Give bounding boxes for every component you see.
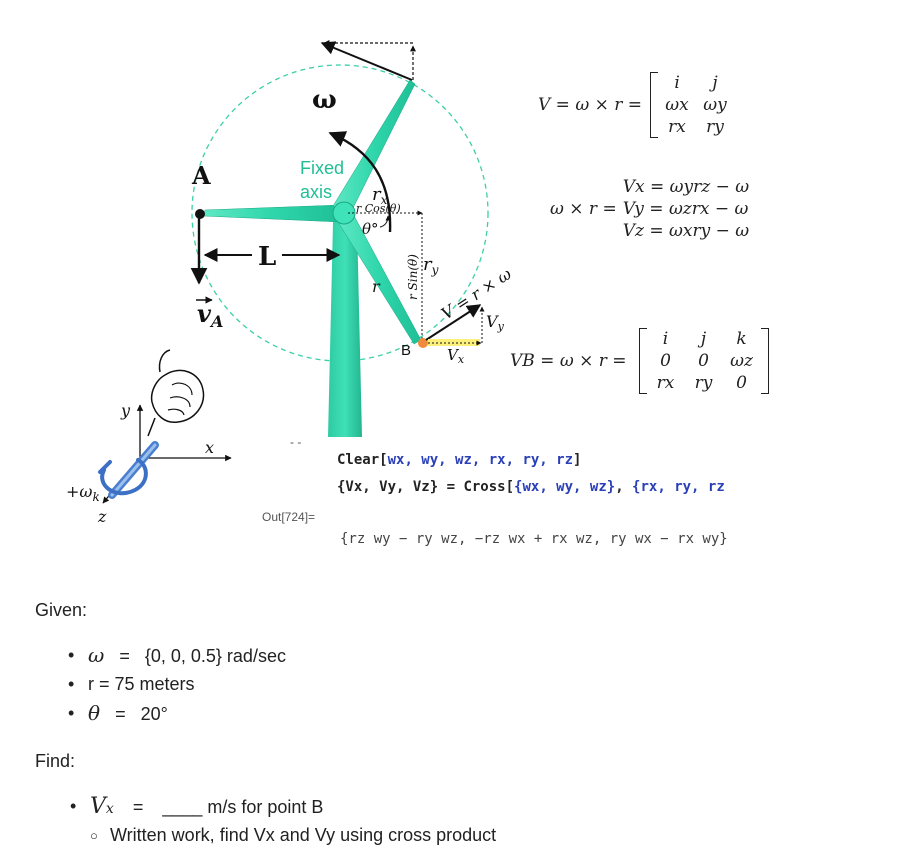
axis-z-label: z [97, 507, 107, 526]
given-list: ω = {0, 0, 0.5} rad/sec r = 75 meters θ … [68, 641, 286, 728]
rx-label: rx [372, 184, 388, 207]
matrix1-cell-0-0: i [674, 73, 680, 93]
tip-velocity-arrow [320, 41, 413, 81]
find-list: Vx = ____ m/s for point B Written work, … [70, 792, 496, 850]
va-label: vA [197, 299, 223, 331]
matrix2-cell-1-1: 0 [698, 351, 709, 371]
mathematica-output: {rz wy − ry wz, −rz wx + rx wz, ry wx − … [340, 531, 728, 547]
point-b-label: B [401, 342, 411, 359]
r-label: r [372, 277, 381, 296]
matrix1-cell-2-2 [734, 116, 772, 138]
point-a [195, 209, 205, 219]
v-arrow [425, 304, 482, 341]
matrix2-cell-1-0: 0 [660, 351, 671, 371]
comp-vz: Vz = ωxry − ω [622, 221, 750, 241]
matrix1-cell-0-1: j [712, 73, 718, 93]
find-sub-item: Written work, find Vx and Vy using cross… [90, 821, 496, 850]
find-vx: Vx = ____ m/s for point B [70, 792, 496, 821]
matrix1-cell-1-2 [734, 94, 772, 116]
point-b [418, 338, 428, 348]
hub [332, 201, 356, 225]
equation-components: ω × r = Vx = ωyrz − ω Vy = ωzrx − ω Vz =… [550, 176, 905, 242]
eq2-lhs: VB = ω × r = [510, 351, 627, 371]
matrix2-cell-0-2: k [736, 329, 747, 349]
given-theta: θ = 20° [68, 699, 286, 728]
wind-turbine-diagram: ω A vA L Fixed axis rx r Cos(θ) θ° r Sin… [66, 40, 515, 526]
mathematica-input-1: Clear[wx, wy, wz, rx, ry, rz] [337, 452, 582, 468]
length-label: L [258, 242, 276, 272]
matrix1-cell-2-0: rx [668, 117, 686, 137]
theta-arc [379, 215, 391, 228]
comp-vy: Vy = ωzrx − ω [622, 199, 749, 219]
find-heading: Find: [35, 751, 76, 771]
right-hand-rule-icon [98, 349, 205, 499]
matrix2-cell-0-1: j [700, 329, 707, 349]
matrix1-cell-1-0: ωx [665, 95, 689, 115]
v-eq-label: V = r × ω [438, 264, 515, 323]
given-omega: ω = {0, 0, 0.5} rad/sec [68, 641, 286, 670]
given-heading: Given: [35, 600, 88, 620]
omega-k-label: +ωk [66, 482, 100, 504]
mathematica-out-label: Out[724]= [262, 510, 316, 524]
matrix2-cell-0-0: i [662, 329, 669, 349]
ry-label: ry [423, 254, 439, 277]
fixed-axis-label-1: Fixed [300, 158, 344, 178]
matrix1-cell-1-1: ωy [703, 95, 727, 115]
vy-label: Vy [486, 312, 505, 333]
matrix2-cell-1-2: ωz [730, 351, 753, 371]
mathematica-input-2: {Vx, Vy, Vz} = Cross[{wx, wy, wz}, {rx, … [337, 479, 725, 495]
tower [328, 222, 362, 437]
dash-marks: - - [290, 435, 301, 449]
matrix1-cell-0-2 [734, 72, 772, 94]
matrix2-cell-2-2: 0 [736, 373, 747, 393]
comp-prefix: ω × r = [550, 199, 617, 219]
matrix1-cell-2-1: ry [706, 117, 724, 137]
rcos-label: r Cos(θ) [356, 202, 401, 215]
axis-x-label: x [205, 438, 214, 457]
vx-label: Vx [447, 346, 465, 366]
fixed-axis-label-2: axis [300, 182, 332, 202]
point-a-label: A [191, 161, 211, 190]
blade-left [203, 204, 341, 223]
eq1-lhs: V = ω × r = [538, 95, 643, 115]
theta-label: θ° [362, 220, 379, 238]
matrix2-cell-2-0: rx [656, 373, 675, 393]
axis-y-label: y [120, 401, 131, 420]
omega-label: ω [312, 85, 337, 115]
given-r: r = 75 meters [68, 670, 286, 699]
rotation-circle [191, 64, 489, 362]
comp-vx: Vx = ωyrz − ω [622, 177, 750, 197]
rsin-label: r Sin(θ) [406, 254, 420, 300]
matrix2-cell-2-1: ry [694, 373, 713, 393]
